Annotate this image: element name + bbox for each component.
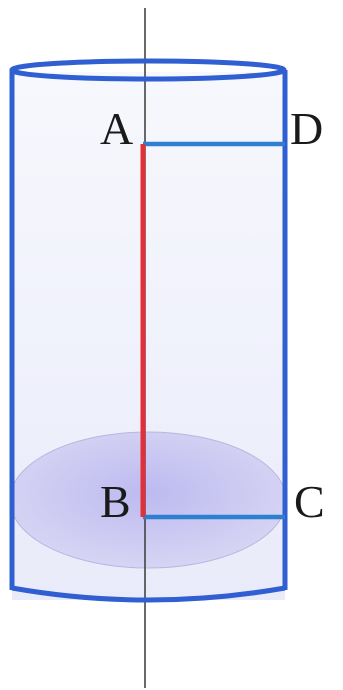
label-b: B [100, 476, 131, 527]
label-d: D [290, 103, 323, 154]
label-c: C [294, 476, 325, 527]
base-disk [9, 431, 287, 569]
cylinder-bottom-arc [11, 585, 286, 603]
cylinder-top-ellipse [9, 58, 287, 82]
label-a: A [100, 103, 133, 154]
